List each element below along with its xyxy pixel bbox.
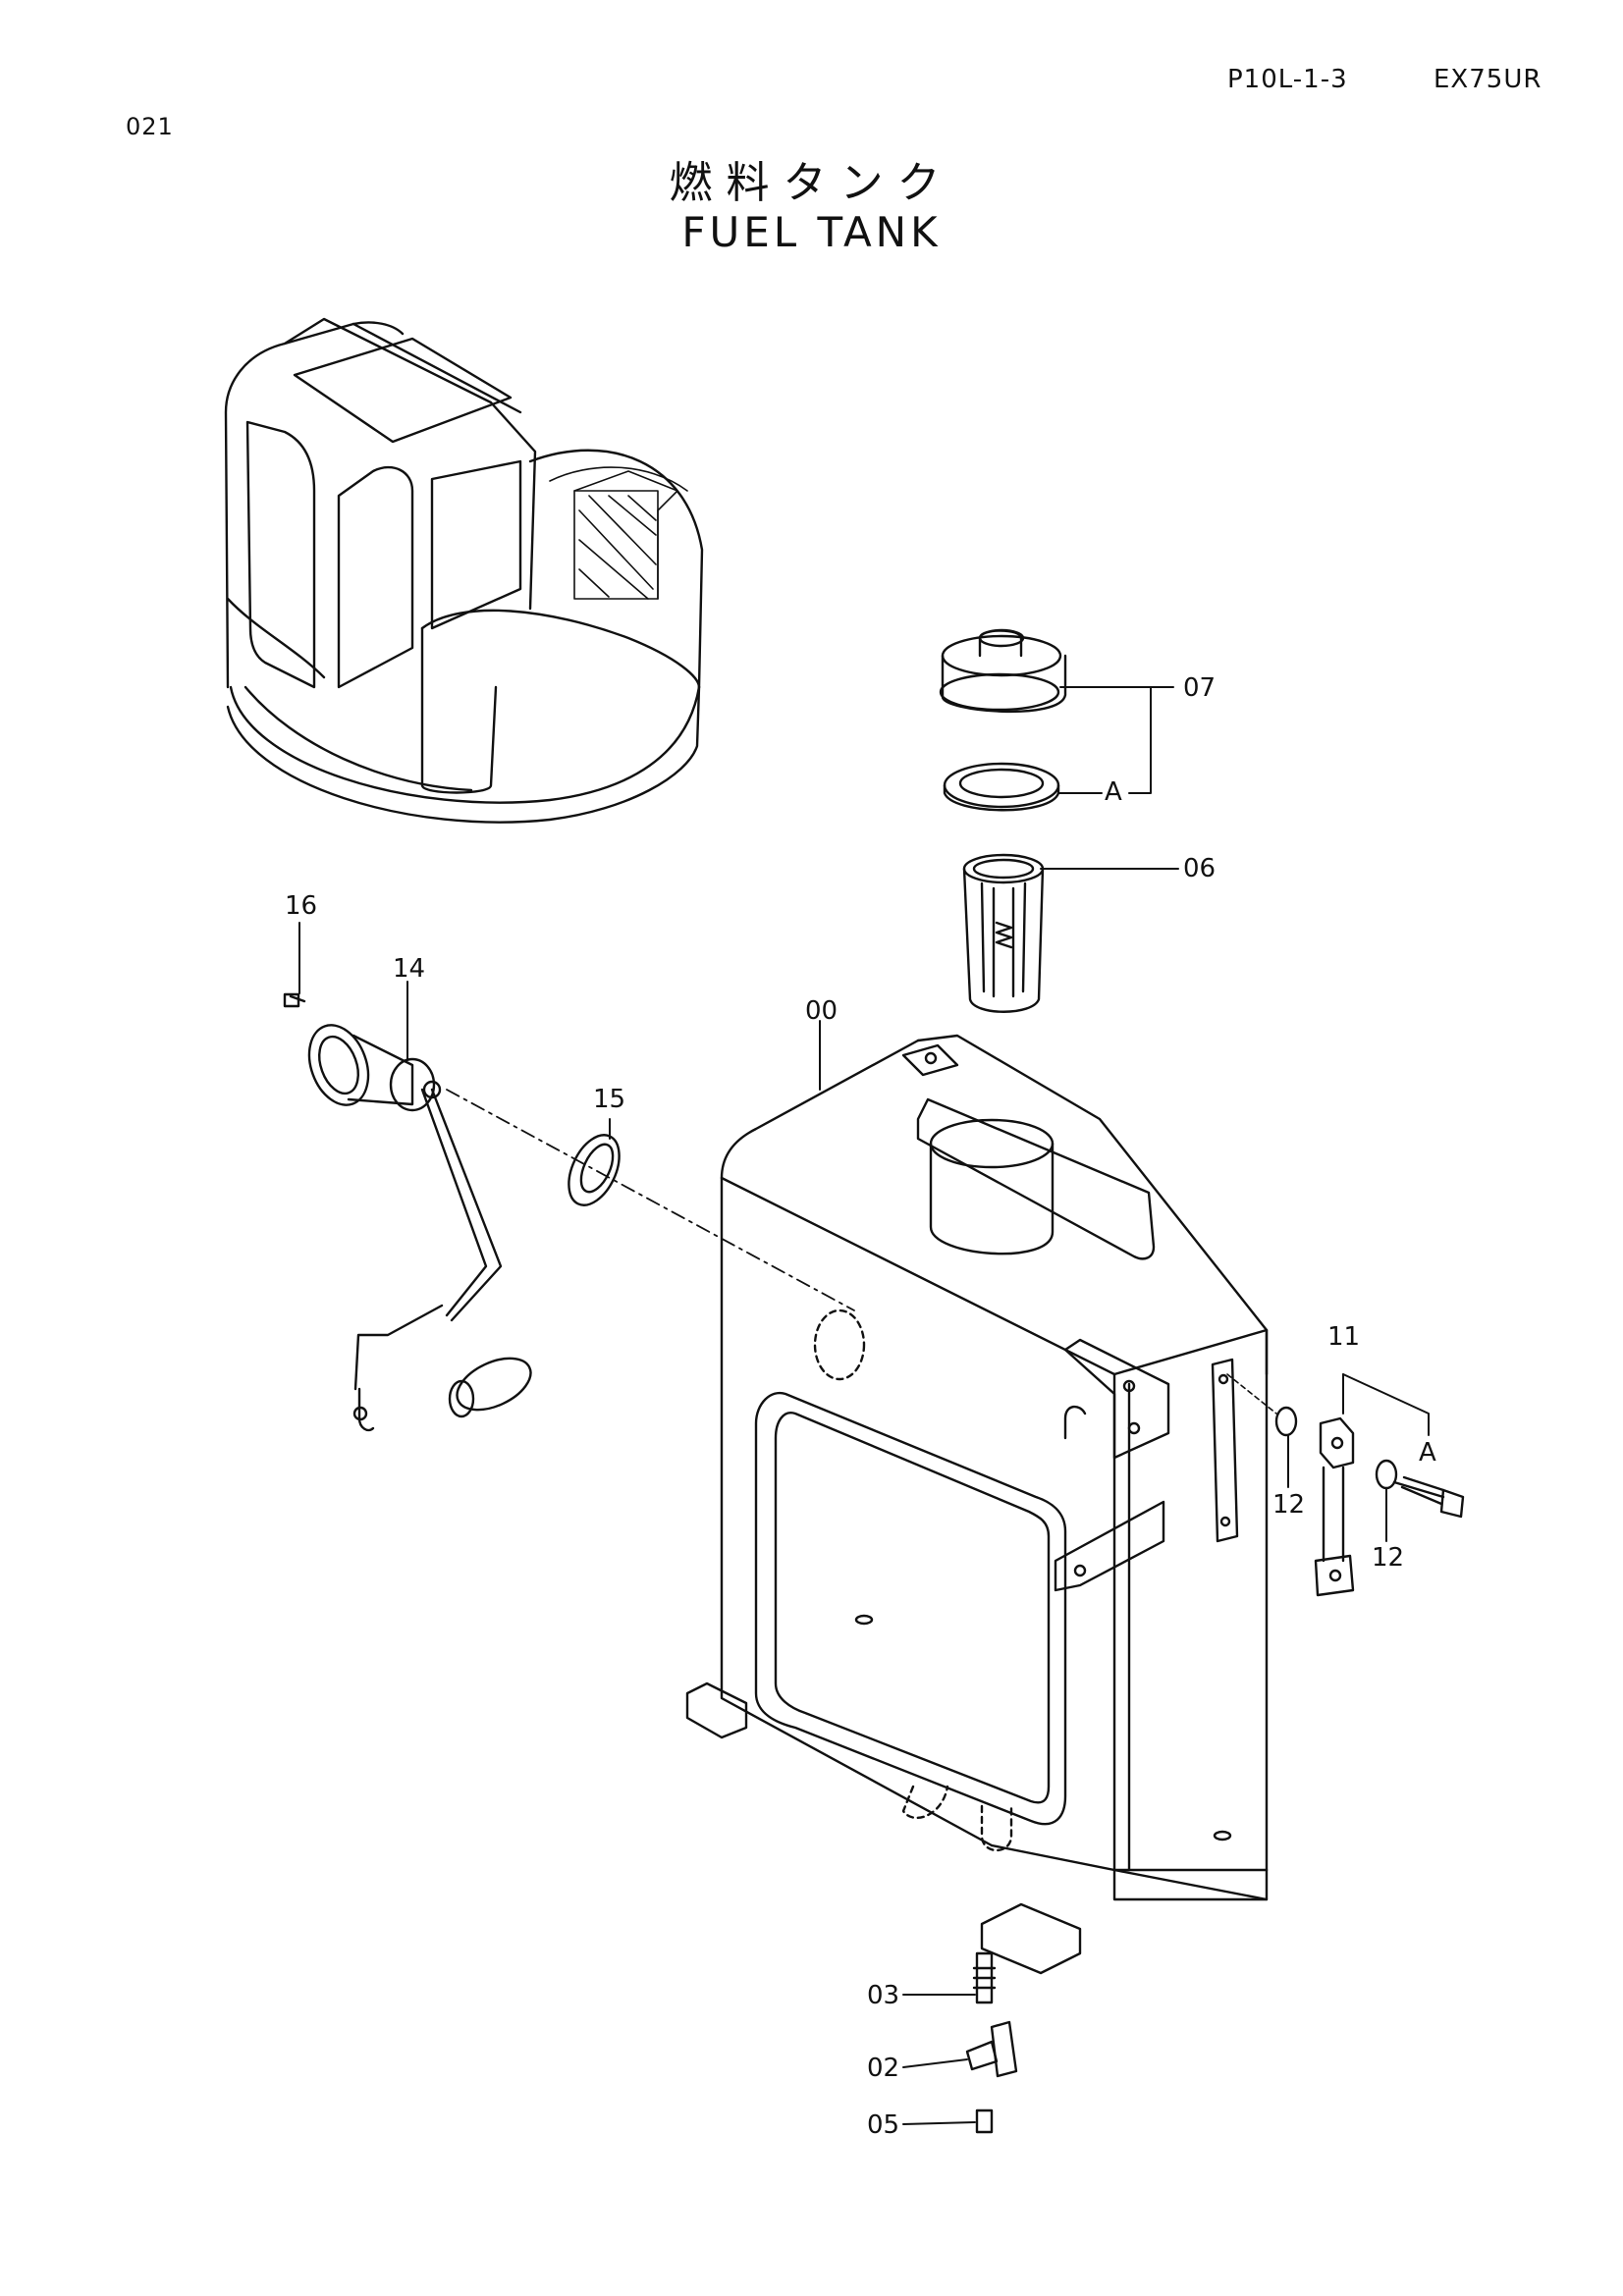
fuel-cap-part-07 — [939, 628, 1067, 714]
callout-12-right: 12 — [1372, 1543, 1405, 1573]
level-gauge-part-11 — [1314, 1416, 1355, 1597]
model-name: EX75UR — [1434, 65, 1542, 94]
plug-part-05 — [975, 2109, 994, 2134]
bolt — [1392, 1475, 1465, 1519]
reference-code: P10L-1-3 — [1227, 65, 1348, 94]
callout-02: 02 — [867, 2054, 900, 2083]
title-english: FUEL TANK — [681, 208, 942, 256]
gasket-part-15 — [568, 1134, 621, 1206]
callout-06: 06 — [1183, 854, 1217, 883]
callout-12-left: 12 — [1272, 1490, 1306, 1520]
drain-valve-part-02 — [965, 2020, 1018, 2078]
title-japanese: 燃料タンク — [669, 158, 954, 208]
callout-a-gauge: A — [1419, 1438, 1436, 1468]
excavator-overview-illustration — [224, 317, 704, 824]
fuel-sender-part-14 — [283, 992, 532, 1432]
callout-00: 00 — [805, 996, 839, 1026]
callout-11: 11 — [1327, 1322, 1361, 1352]
callout-16: 16 — [285, 891, 318, 921]
page-number: 021 — [126, 113, 174, 140]
callout-15: 15 — [593, 1085, 626, 1114]
callout-03: 03 — [867, 1981, 900, 2010]
drain-plug-part-03 — [972, 1951, 997, 2004]
strainer-part-06 — [962, 853, 1045, 1013]
fuel-tank-part-00 — [685, 1034, 1269, 1975]
callout-a-upper: A — [1105, 777, 1122, 807]
callout-05: 05 — [867, 2110, 900, 2140]
callout-07: 07 — [1183, 673, 1217, 703]
seal-ring-a — [943, 762, 1060, 812]
mounting-bracket — [1211, 1358, 1239, 1543]
callout-14: 14 — [393, 954, 426, 984]
